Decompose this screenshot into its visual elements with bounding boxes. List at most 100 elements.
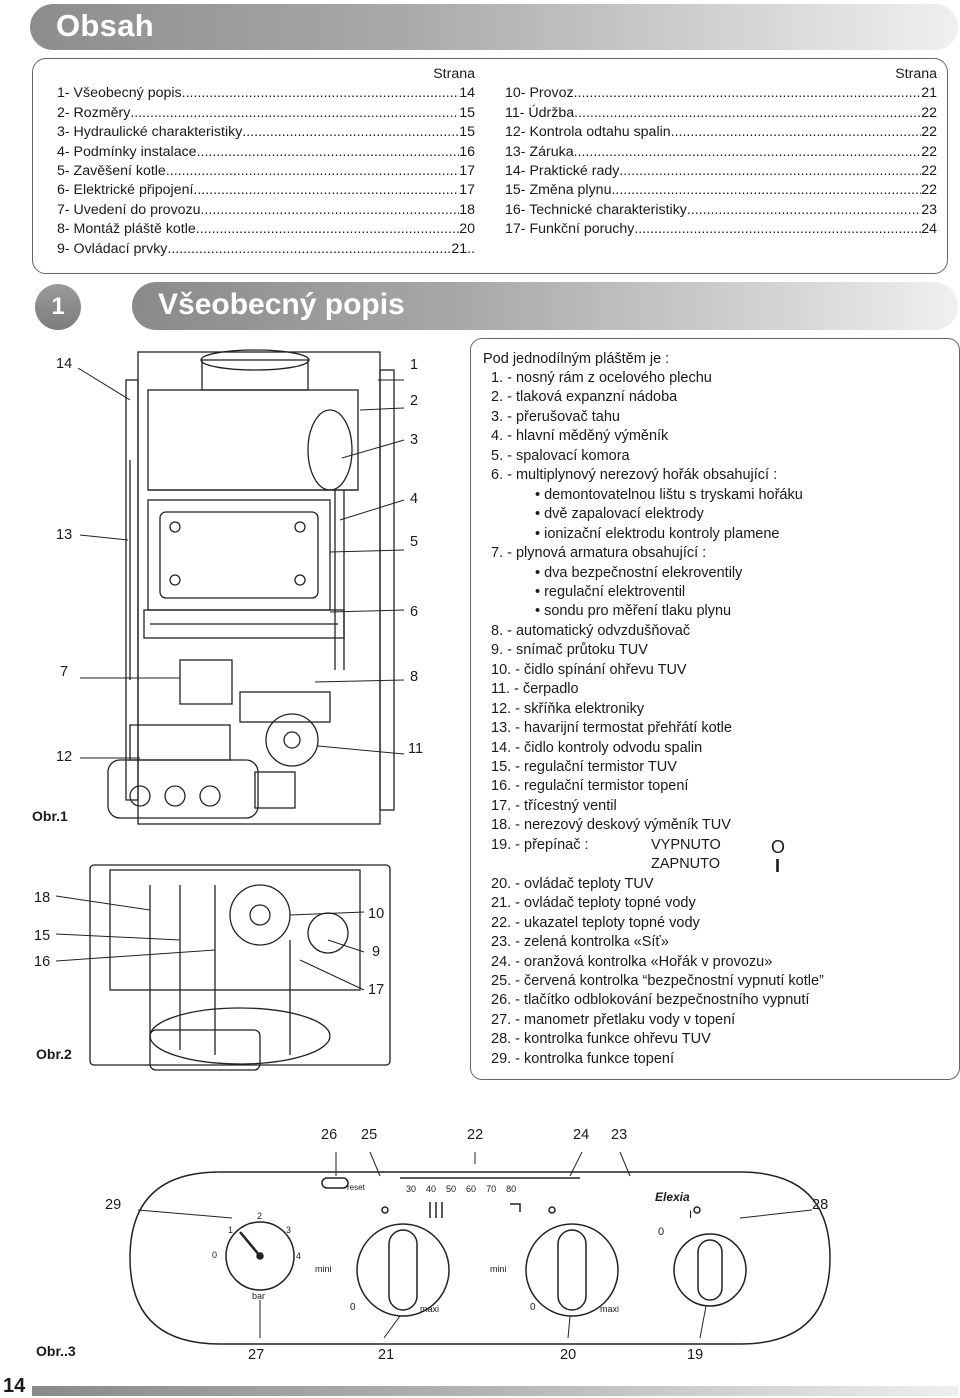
fig1-label-11: 11 [408,741,424,757]
toc-entry-page: 16 [459,143,475,160]
legend-subitem: • regulační elektroventil [535,583,686,600]
gauge-tick-4: 4 [296,1251,302,1261]
toc-entry[interactable]: 2- Rozměry 15 [57,104,475,123]
toc-entry[interactable]: 7- Uvedení do provozu18 [57,201,475,220]
page-number: 14 [3,1375,26,1397]
fig3-label-19: 19 [687,1347,704,1363]
legend-item: 25. - červená kontrolka “bezpečnostní vy… [491,972,824,989]
knob2-max: maxi [600,1304,620,1314]
section-title: Všeobecný popis [158,288,405,321]
toc-entry[interactable]: 15- Změna plynu22 [505,181,937,200]
fig3-label-22: 22 [467,1127,484,1143]
toc-entry-page: 20 [459,221,475,238]
component-legend: Pod jednodílným pláštěm je :1. - nosný r… [470,338,960,1080]
legend-item: 17. - třícestný ventil [491,797,617,814]
section-header-bar: Všeobecný popis [132,282,958,330]
toc-entry-page: 21.. [451,240,475,257]
toc-leader-dots [574,104,921,123]
toc-entry-label: 11- Údržba [505,104,575,121]
fig3-label-29: 29 [105,1197,122,1213]
fig3-label-25: 25 [361,1127,378,1143]
toc-leader-dots [242,123,459,142]
fig2-label-9: 9 [372,944,381,960]
gauge-tick-2: 2 [257,1211,263,1221]
fig2-label-15: 15 [34,928,51,944]
toc-entry-label: 15- Změna plynu [505,182,612,199]
legend-item: 28. - kontrolka funkce ohřevu TUV [491,1031,711,1048]
fig1-label-8: 8 [410,669,419,685]
toc-entry[interactable]: 10- Provoz 21 [505,84,937,103]
toc-entry[interactable]: 4- Podmínky instalace 16 [57,143,475,162]
toc-entry[interactable]: 3- Hydraulické charakteristiky 15 [57,123,475,142]
legend-item: 19. - přepínač : [491,836,589,853]
legend-subitem: • sondu pro měření tlaku plynu [535,603,732,620]
toc-leader-dots [196,220,459,239]
toc-strana-label: Strana [895,66,937,82]
toc-leader-dots [167,240,451,259]
toc-entry[interactable]: 11- Údržba22 [505,104,937,123]
toc-leader-dots [201,201,460,220]
gauge-unit: bar [252,1291,266,1301]
fig1-label-3: 3 [410,432,419,448]
switch-off-label: 0 [658,1226,665,1238]
toc-entry-page: 15 [459,124,475,141]
fig2-label-18: 18 [34,890,51,906]
toc-leader-dots [574,143,922,162]
fig1-label-14: 14 [56,356,73,372]
control-panel-illustration [129,1151,831,1345]
toc-entry-label: 17- Funkční poruchy [505,221,635,238]
switch-on-symbol: I [775,856,781,877]
temp-scale-value: 80 [506,1184,517,1194]
fig1-label-2: 2 [410,393,419,409]
legend-item: 21. - ovládač teploty topné vody [491,895,696,912]
toc-leader-dots [671,123,922,142]
toc-entry[interactable]: 5- Zavěšení kotle17 [57,162,475,181]
toc-left-column: Strana 1- Všeobecný popis142- Rozměry153… [57,65,475,259]
legend-item: 10. - čidlo spínání ohřevu TUV [491,661,687,678]
fig1-label-13: 13 [56,527,73,543]
knob1-zero: 0 [350,1302,356,1313]
toc-entry-page: 14 [459,85,475,102]
legend-item: 12. - skříňka elektroniky [491,700,645,717]
toc-entry-label: 3- Hydraulické charakteristiky [57,124,243,141]
page-title: Obsah [56,8,154,43]
toc-entry-label: 16- Technické charakteristiky [505,201,687,218]
knob2-min: mini [490,1264,507,1274]
legend-item: 27. - manometr přetlaku vody v topení [491,1011,736,1028]
fig3-label-24: 24 [573,1127,590,1143]
toc-entry-label: 4- Podmínky instalace [57,143,197,160]
toc-entry[interactable]: 6- Elektrické připojení17 [57,181,475,200]
toc-entry[interactable]: 14- Praktické rady22 [505,162,937,181]
toc-entry-label: 13- Záruka [505,143,574,160]
toc-entry[interactable]: 12- Kontrola odtahu spalin22 [505,123,937,142]
toc-entry-label: 10- Provoz [505,85,574,102]
toc-entry[interactable]: 9- Ovládací prvky21.. [57,240,475,259]
toc-entry-page: 15 [459,104,475,121]
toc-entry-page: 22 [921,124,937,141]
knob1-min: mini [315,1264,332,1274]
fig1-label-1: 1 [410,357,419,373]
toc-leader-dots [574,84,922,103]
toc-entry[interactable]: 17- Funkční poruchy24 [505,220,937,239]
toc-leader-dots [193,181,459,200]
fig2-label-10: 10 [368,906,385,922]
gauge-tick-0: 0 [212,1250,218,1260]
switch-on-label: I [689,1209,693,1221]
legend-item: 5. - spalovací komora [491,447,630,464]
brand-logo: Elexia [655,1190,690,1204]
toc-entry[interactable]: 8- Montáž pláště kotle20 [57,220,475,239]
toc-leader-dots [166,162,459,181]
toc-entry-label: 2- Rozměry [57,104,131,121]
temp-scale-value: 50 [446,1184,457,1194]
gauge-tick-3: 3 [286,1225,292,1235]
fig1-label-12: 12 [56,749,73,765]
toc-entry[interactable]: 13- Záruka22 [505,143,937,162]
legend-item: 8. - automatický odvzdušňovač [491,622,691,639]
legend-item: 7. - plynová armatura obsahující : [491,545,707,562]
toc-entry-page: 21 [921,85,937,102]
toc-entry[interactable]: 16- Technické charakteristiky23 [505,201,937,220]
legend-item: 13. - havarijní termostat přehřátí kotle [491,720,732,737]
toc-leader-dots [182,84,460,103]
legend-item: 26. - tlačítko odblokování bezpečnostníh… [491,992,810,1009]
